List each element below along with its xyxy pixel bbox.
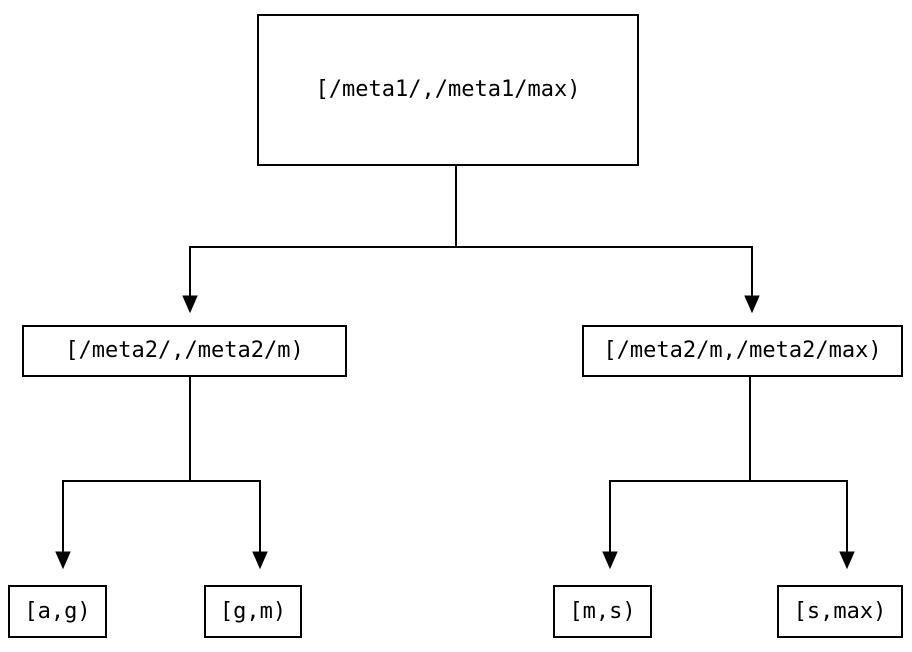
node-leaf-m-s: [m,s) [553,585,652,638]
arrowhead-leaf-g-m [252,551,268,570]
node-meta2-low-interval: [/meta2/,/meta2/m) [22,325,347,377]
arrowhead-leaf-a-g [55,551,71,570]
node-leaf-g-m: [g,m) [204,585,302,638]
node-root-interval: [/meta1/,/meta1/max) [257,14,639,166]
node-leaf-a-g: [a,g) [8,585,107,638]
arrowhead-meta2-low [182,295,198,314]
node-meta2-high-interval: [/meta2/m,/meta2/max) [582,325,903,377]
arrowhead-leaf-m-s [602,551,618,570]
arrowhead-leaf-s-max [839,551,855,570]
arrowhead-meta2-high [744,295,760,314]
node-leaf-s-max: [s,max) [777,585,903,638]
